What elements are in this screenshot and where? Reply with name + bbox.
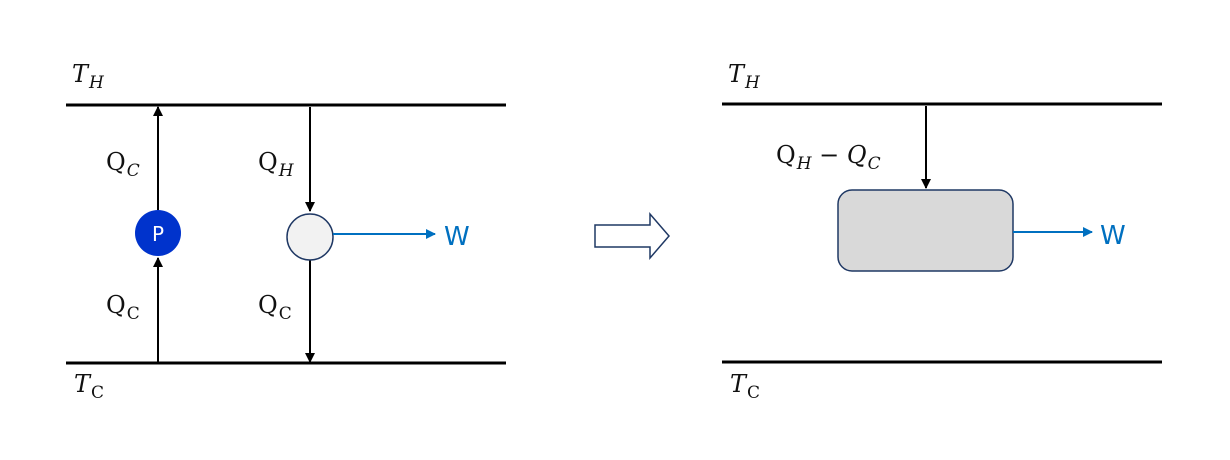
net-heat-label: QH − QC [776,141,881,174]
heat-engine-node [286,213,334,261]
right-panel: TH TC QH − QC W [722,60,1162,403]
equivalence-arrow-icon [594,211,670,261]
cold-label-right: TC [730,370,760,403]
hot-label-right: TH [728,60,761,93]
pump-output-heat-label: QC [106,148,140,181]
pump-letter: P [152,222,164,246]
hot-label-left: TH [72,60,105,93]
engine-input-heat-label: QH [258,148,295,181]
pump-input-heat-label: QC [106,291,140,324]
combined-engine-box [837,189,1014,272]
heat-pump-node [135,210,181,256]
cold-label-left: TC [74,370,104,403]
engine-output-heat-label: QC [258,291,292,324]
work-label-left: W [444,222,470,252]
work-label-right: W [1100,221,1126,251]
left-panel: TH TC P QC QC W QH QC [66,60,506,403]
